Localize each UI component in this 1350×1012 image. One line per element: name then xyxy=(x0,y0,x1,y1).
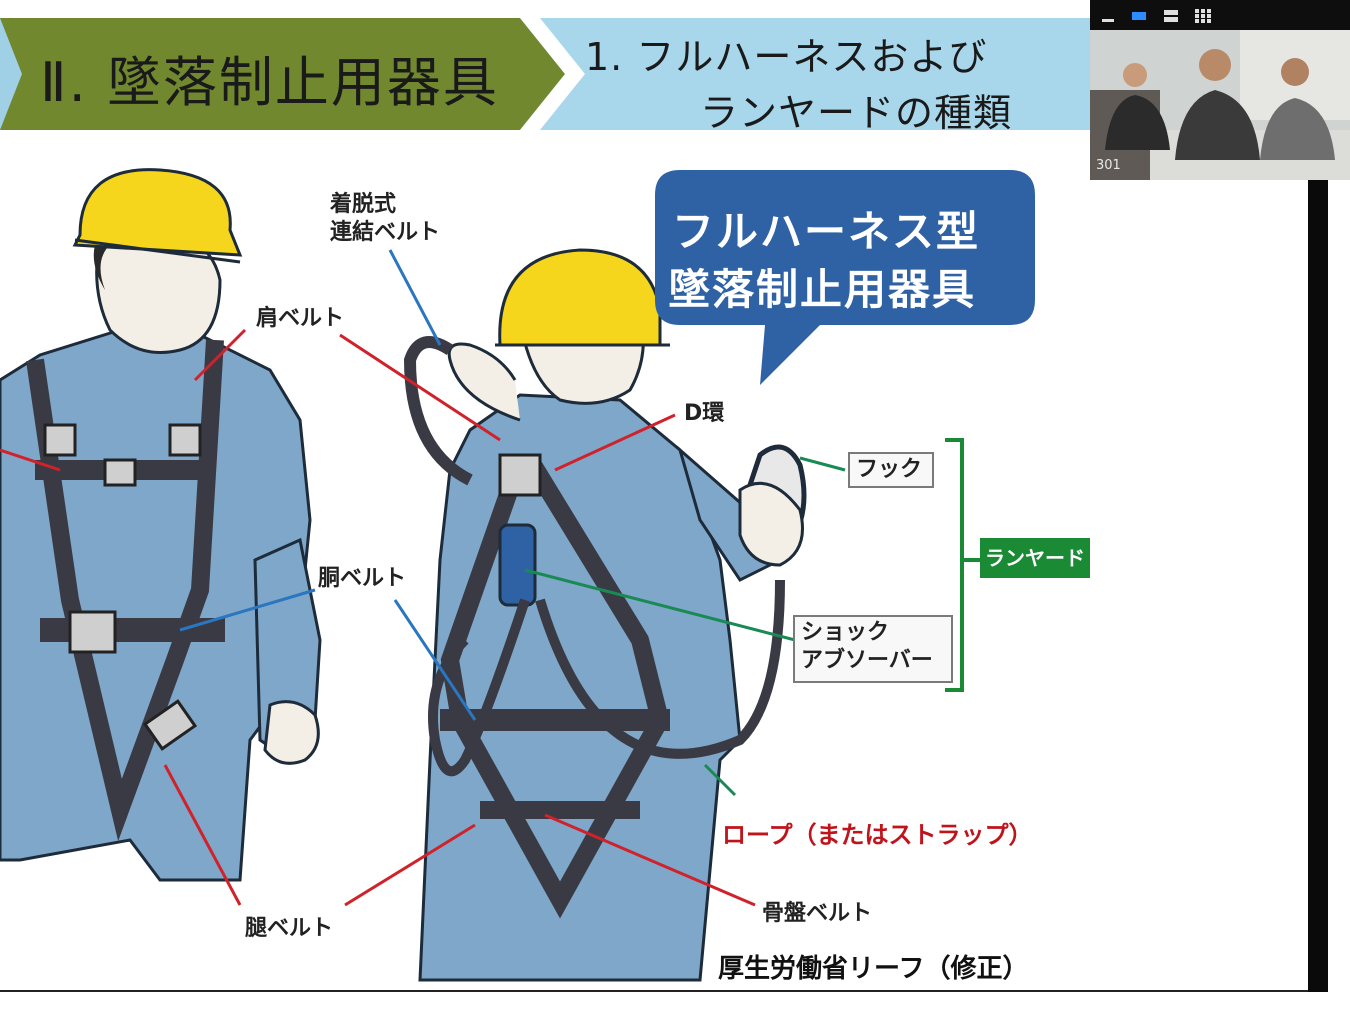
harness-illustration xyxy=(0,168,1035,982)
label-detachable-belt-1: 着脱式 xyxy=(330,192,397,217)
video-thumbnail-panel[interactable]: 301 xyxy=(1090,0,1350,180)
speaker-view-icon[interactable] xyxy=(1130,8,1148,24)
video-toolbar xyxy=(1090,0,1350,30)
callout-line1: フルハーネス型 xyxy=(672,207,981,256)
minimize-icon[interactable] xyxy=(1100,8,1116,24)
label-leg-belt: 腿ベルト xyxy=(245,916,334,941)
header-banner xyxy=(0,18,1110,130)
callout-line2: 墜落制止用器具 xyxy=(668,265,977,314)
label-shock-absorber-2: アブソーバー xyxy=(801,648,933,673)
label-rope: ロープ（またはストラップ） xyxy=(722,821,1033,849)
callout-bubble xyxy=(655,170,1035,385)
label-shoulder-belt: 肩ベルト xyxy=(256,306,345,331)
front-worker-figure xyxy=(0,168,322,882)
gallery-view-icon[interactable] xyxy=(1194,8,1212,24)
strip-view-icon[interactable] xyxy=(1162,8,1180,24)
lanyard-bracket xyxy=(945,438,980,692)
label-waist-belt: 胴ベルト xyxy=(318,566,407,591)
participant-video-frame xyxy=(1090,30,1350,180)
label-shock-absorber: ショック アブソーバー xyxy=(793,615,953,683)
subtitle-line1: 1. フルハーネスおよび xyxy=(585,35,988,79)
label-d-ring: D環 xyxy=(684,401,725,426)
participant-label: 301 xyxy=(1096,158,1121,173)
source-caption: 厚生労働省リーフ（修正） xyxy=(718,954,1029,984)
label-lanyard: ランヤード xyxy=(980,538,1090,578)
slide-bottom-border xyxy=(0,990,1308,992)
section-title: Ⅱ. 墜落制止用器具 xyxy=(40,51,499,114)
back-worker-figure xyxy=(403,248,807,982)
label-hook: フック xyxy=(848,452,934,488)
label-detachable-belt-2: 連結ベルト xyxy=(330,220,441,245)
subtitle-line2: ランヤードの種類 xyxy=(700,91,1013,135)
label-pelvic-belt: 骨盤ベルト xyxy=(762,901,873,926)
label-shock-absorber-1: ショック xyxy=(801,620,890,645)
screen-share-edge xyxy=(1308,180,1328,992)
